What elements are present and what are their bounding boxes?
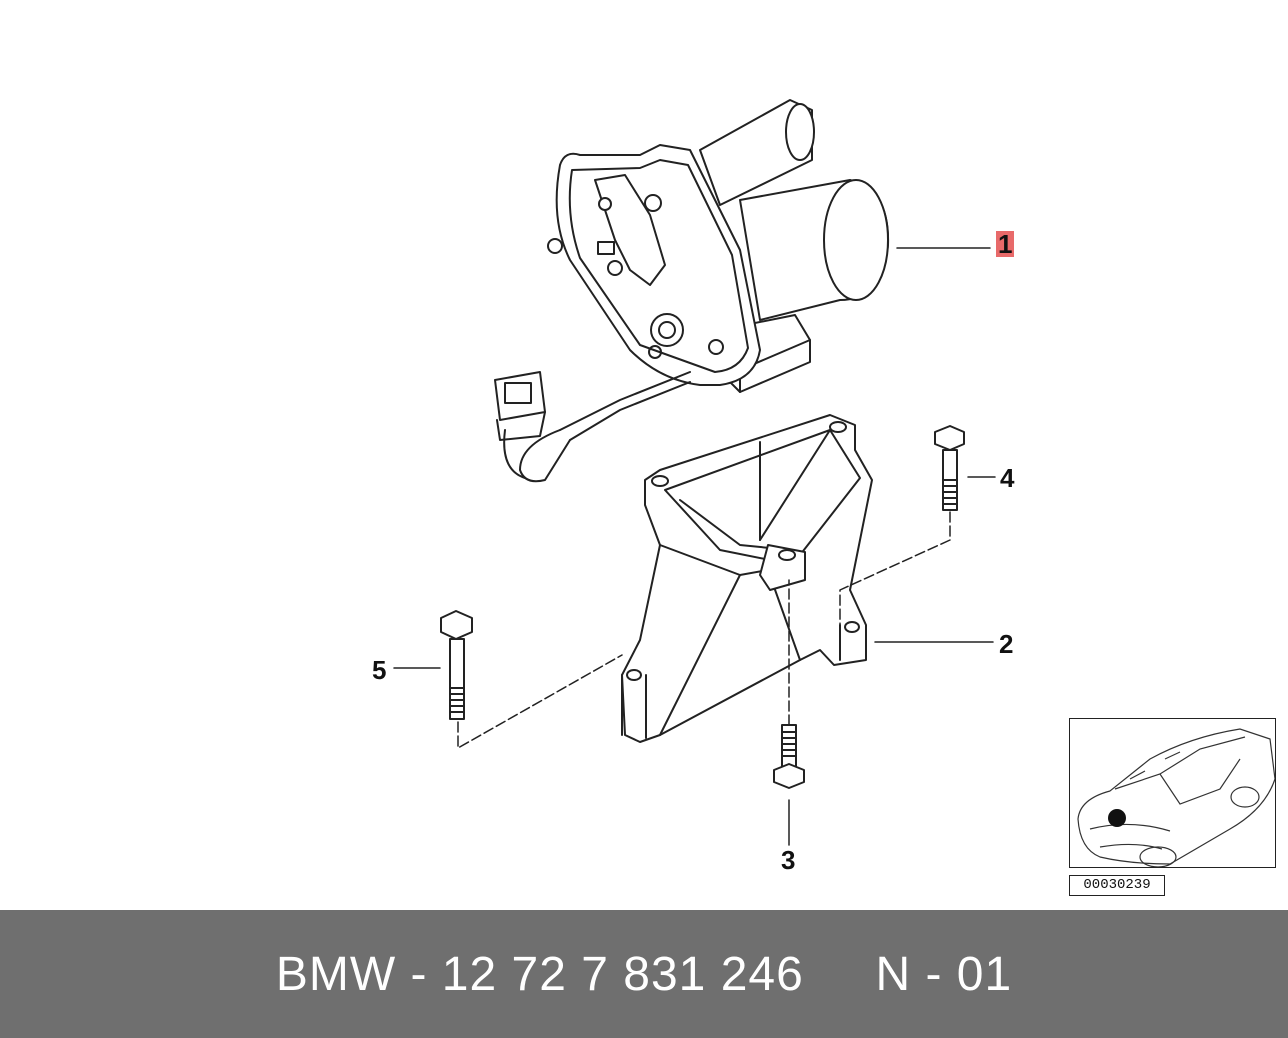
callout-5[interactable]: 5 <box>372 655 387 685</box>
part-number-label: BMW - 12 72 7 831 246 N - 01 <box>275 947 1013 1001</box>
location-marker-icon <box>1108 809 1126 827</box>
callout-4[interactable]: 4 <box>1000 463 1015 493</box>
callout-1[interactable]: 1 <box>996 229 1015 259</box>
bolt-4 <box>934 425 965 511</box>
actuator-motor <box>494 99 890 483</box>
assembly-lines <box>457 511 951 749</box>
callout-2[interactable]: 2 <box>999 629 1014 659</box>
parts-diagram <box>393 99 996 846</box>
leader-lines <box>393 247 996 846</box>
callout-3[interactable]: 3 <box>781 845 796 875</box>
bolt-5 <box>440 610 473 720</box>
car-outline-icon <box>1077 728 1276 868</box>
bolt-3 <box>773 724 805 789</box>
footer-bar: BMW - 12 72 7 831 246 N - 01 <box>0 910 1288 1038</box>
mounting-bracket <box>621 414 873 743</box>
vehicle-location-inset <box>1069 718 1276 868</box>
diagram-code: 00030239 <box>1069 875 1165 896</box>
